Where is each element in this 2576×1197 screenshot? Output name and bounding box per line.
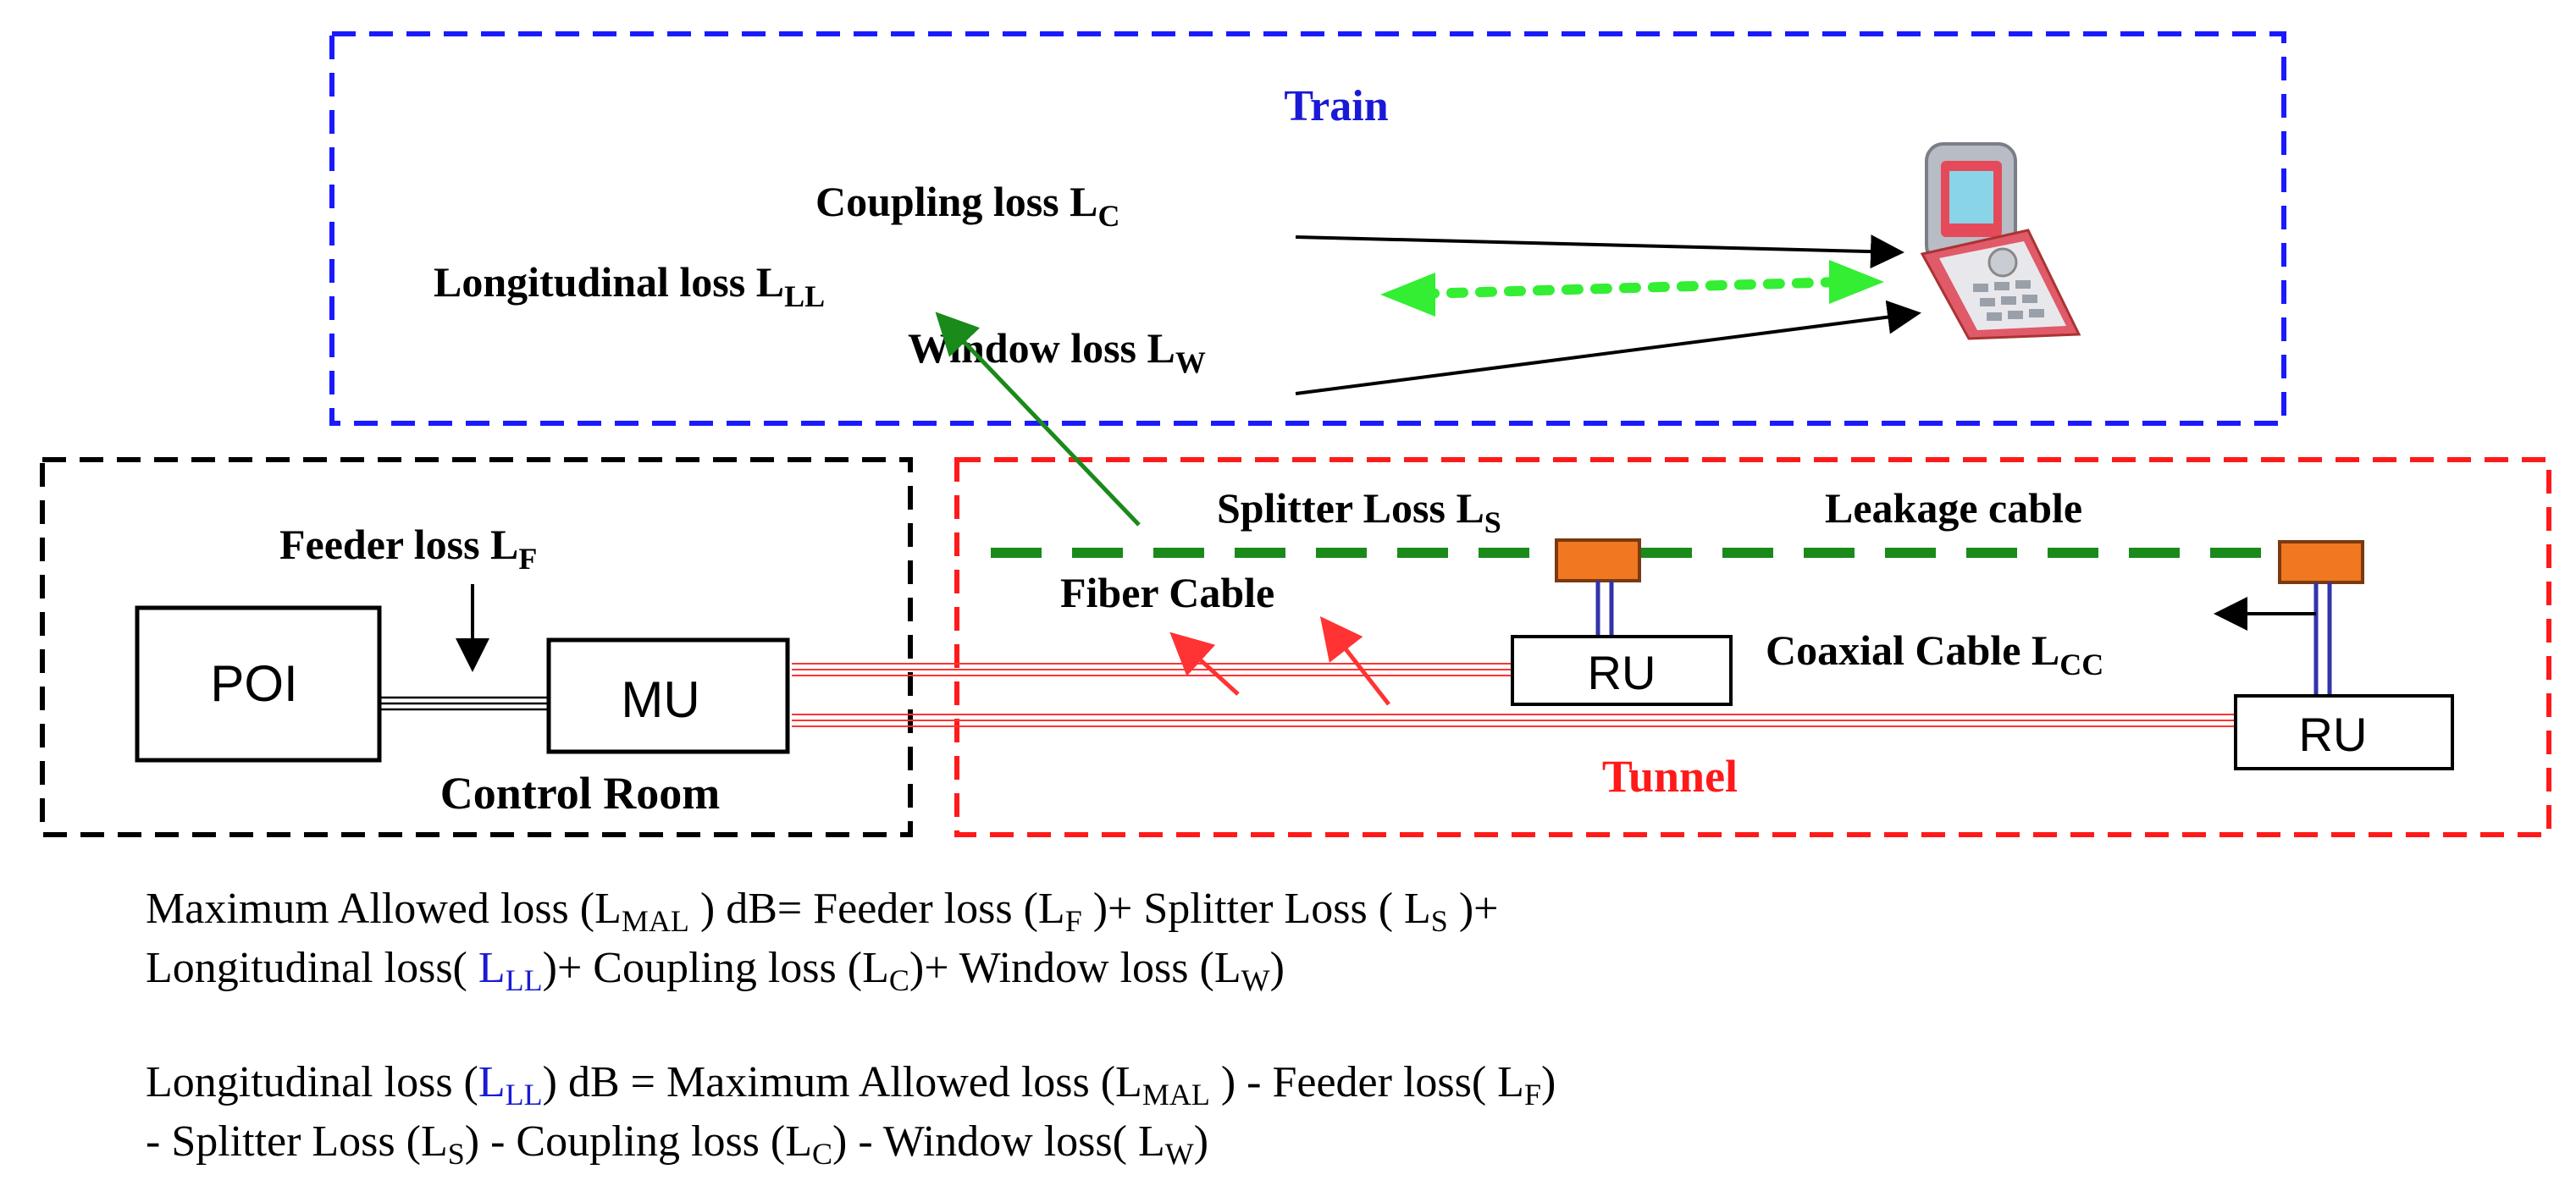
ru-block-2	[2234, 694, 2454, 770]
wireless-link	[1380, 260, 1884, 317]
fiber-cable-label: Fiber Cable	[1060, 569, 1274, 616]
equation-1-line-1: Maximum Allowed loss (LMAL ) dB= Feeder …	[146, 885, 1498, 938]
fiber-arrow-2	[1319, 616, 1390, 706]
feeder-loss-label: Feeder loss LF	[279, 521, 537, 576]
tunnel-region	[954, 457, 2551, 837]
control-room-title: Control Room	[440, 768, 721, 819]
coupling-arrow	[1295, 234, 1904, 269]
control-room-region	[40, 457, 913, 837]
longitudinal-loss-label: Longitudinal loss LLL	[434, 258, 825, 313]
longitudinal-arrow	[935, 312, 1141, 527]
feeder-cable	[381, 696, 549, 711]
coax-connector-1	[1595, 581, 1614, 637]
coaxial-cable-label: Coaxial Cable LCC	[1766, 626, 2103, 681]
ru-label-2: RU	[2299, 708, 2368, 761]
train-region	[329, 31, 2286, 426]
poi-label: POI	[210, 655, 297, 712]
fiber-cable-upper	[792, 663, 1512, 676]
equation-2-line-1: Longitudinal loss (LLL) dB = Maximum All…	[146, 1058, 1556, 1112]
equation-2-line-2: - Splitter Loss (LS) - Coupling loss (LC…	[146, 1117, 1208, 1171]
splitter-loss-label: Splitter Loss LS	[1217, 484, 1501, 539]
poi-block	[135, 605, 382, 763]
leakage-cable-label: Leakage cable	[1825, 484, 2082, 532]
splitter-1	[1555, 538, 1641, 582]
fiber-arrow-1	[1169, 632, 1240, 696]
coax-connector-2	[2313, 582, 2332, 696]
coupling-loss-label: Coupling loss LC	[815, 178, 1119, 233]
ru-block-1	[1511, 635, 1733, 706]
equation-1-line-2: Longitudinal loss( LLL)+ Coupling loss (…	[146, 944, 1285, 997]
mobile-phone-icon	[1920, 142, 2081, 340]
train-title: Train	[1284, 82, 1388, 130]
splitter-2	[2278, 540, 2364, 584]
mu-block	[546, 637, 790, 754]
window-arrow	[1295, 300, 1921, 395]
fiber-cable-lower	[792, 714, 2236, 727]
mu-label: MU	[621, 671, 699, 728]
ru-label-1: RU	[1588, 646, 1656, 699]
tunnel-title: Tunnel	[1602, 751, 1738, 802]
